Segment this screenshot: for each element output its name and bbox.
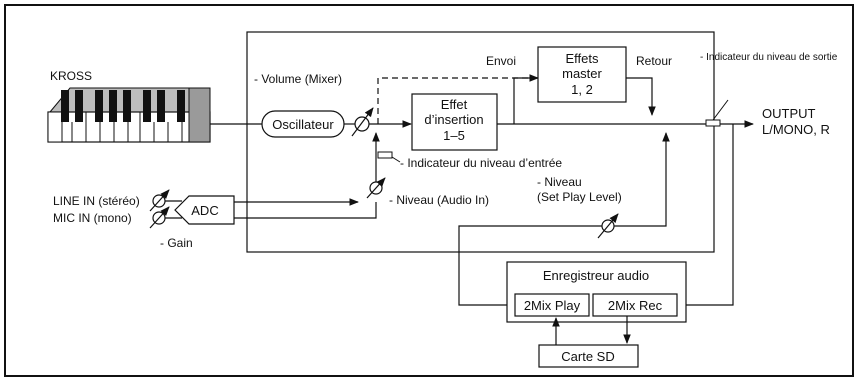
audio-in-level-label: - Niveau (Audio In) (389, 193, 489, 207)
insertion-effect-line2: d’insertion (424, 112, 483, 127)
envoi-label: Envoi (486, 54, 516, 68)
output-indicator-leader (712, 99, 729, 121)
mix-rec-label: 2Mix Rec (608, 298, 663, 313)
keyboard-label: KROSS (50, 69, 92, 83)
set-play-level-line1: - Niveau (537, 175, 582, 189)
wire-send-master (513, 77, 538, 124)
adc-block (174, 195, 235, 225)
master-effects-line3: 1, 2 (571, 82, 593, 97)
volume-knob-icon (351, 107, 374, 137)
wire-output-recorder (676, 124, 734, 309)
insertion-effect-line3: 1–5 (443, 128, 465, 143)
sd-card-block (538, 344, 639, 368)
insertion-effect-line1: Effet (441, 97, 468, 112)
input-indicator-leader (391, 156, 401, 163)
adc-label: ADC (191, 203, 218, 218)
output-label-line2: L/MONO, R (762, 122, 830, 137)
input-level-indicator-icon (377, 151, 393, 159)
keyboard-icon (47, 87, 211, 143)
input-level-indicator-label: - Indicateur du niveau d’entrée (400, 156, 562, 170)
volume-mixer-label: - Volume (Mixer) (254, 72, 342, 86)
mix-play-block (514, 293, 590, 317)
retour-label: Retour (636, 54, 672, 68)
set-play-level-line2: (Set Play Level) (537, 190, 622, 204)
gain-label: - Gain (160, 236, 193, 250)
wire-playback-mix (614, 132, 670, 227)
master-effects-block (537, 46, 627, 103)
mix-rec-block (592, 293, 678, 317)
master-effects-line2: master (562, 66, 602, 81)
output-level-indicator-label: - Indicateur du niveau de sortie (700, 52, 838, 63)
wire-playback-in (458, 225, 602, 306)
wire-adc-audio-in-2 (234, 202, 377, 219)
sd-card-label: Carte SD (561, 349, 614, 364)
output-level-indicator-icon (705, 119, 721, 127)
output-label-line1: OUTPUT (762, 106, 816, 121)
wire-send-dashed (377, 74, 539, 124)
line-in-label: LINE IN (stéréo) (53, 194, 140, 208)
main-processing-block (246, 31, 715, 253)
mic-in-label: MIC IN (mono) (53, 211, 132, 225)
mic-in-gain-knob-icon (149, 206, 170, 229)
audio-recorder-label: Enregistreur audio (543, 268, 649, 283)
outer-frame (4, 4, 854, 377)
line-in-gain-knob-icon (149, 189, 170, 212)
wire-return (626, 77, 656, 116)
oscillator-label: Oscillateur (272, 117, 334, 132)
insertion-effect-block (411, 93, 498, 151)
master-effects-line1: Effets (565, 51, 599, 66)
mix-play-label: 2Mix Play (524, 298, 581, 313)
